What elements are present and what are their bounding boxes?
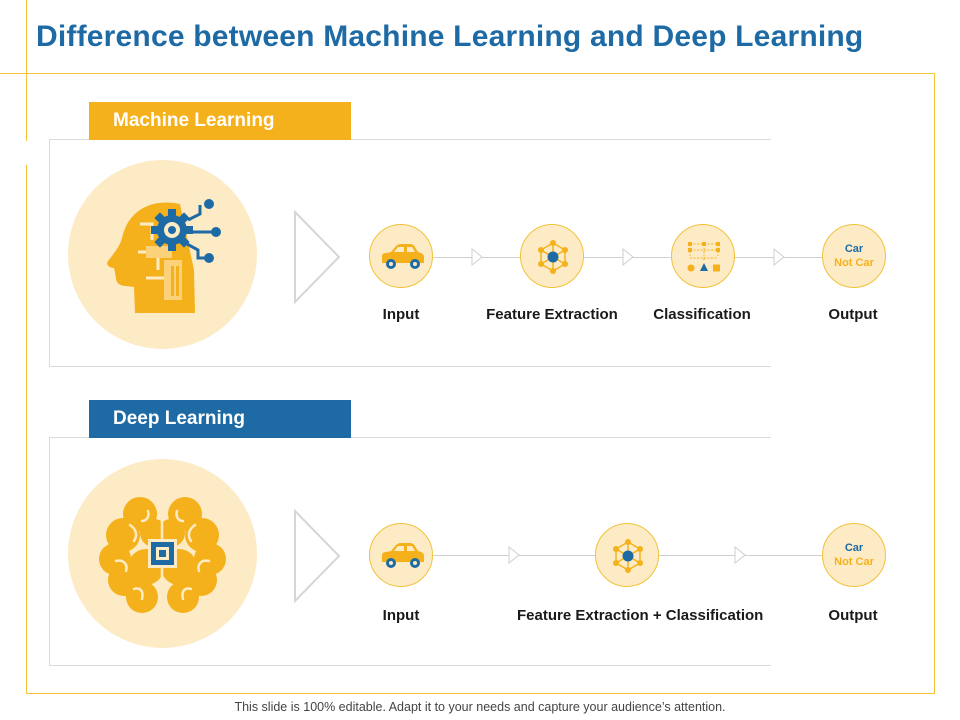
chevron-right-icon bbox=[294, 509, 341, 603]
deep-learning-heading: Deep Learning bbox=[89, 400, 351, 438]
head-gear-circuit-icon bbox=[68, 160, 257, 349]
frame-accent-line bbox=[0, 73, 86, 74]
car-icon bbox=[382, 244, 424, 269]
dl-step-label-output: Output bbox=[828, 607, 878, 624]
dl-output-node: Car Not Car bbox=[822, 523, 886, 587]
output-car-label: Car bbox=[844, 542, 864, 554]
ml-feature-extraction-node bbox=[520, 224, 584, 288]
dl-feature-extraction-classification-node bbox=[595, 523, 659, 587]
deep-learning-panel bbox=[49, 437, 771, 666]
ml-step-label-input: Input bbox=[382, 306, 420, 323]
arrow-right-icon bbox=[508, 546, 520, 564]
hierarchy-shapes-icon bbox=[687, 242, 720, 272]
ml-input-node bbox=[369, 224, 433, 288]
dl-step-label-input: Input bbox=[382, 607, 420, 624]
machine-learning-panel bbox=[49, 139, 771, 367]
frame-gap bbox=[22, 141, 30, 165]
ml-step-label-feature-extraction: Feature Extraction bbox=[486, 306, 618, 323]
dl-input-node bbox=[369, 523, 433, 587]
outer-frame bbox=[26, 73, 935, 694]
network-nodes-icon bbox=[613, 539, 643, 573]
output-not-car-label: Not Car bbox=[834, 257, 874, 269]
chevron-right-icon bbox=[294, 210, 341, 304]
arrow-right-icon bbox=[471, 248, 483, 266]
network-nodes-icon bbox=[538, 240, 568, 274]
frame-accent-line bbox=[26, 0, 27, 140]
output-not-car-label: Not Car bbox=[834, 556, 874, 568]
car-icon bbox=[382, 543, 424, 568]
ml-step-label-output: Output bbox=[828, 306, 878, 323]
ml-classification-node bbox=[671, 224, 735, 288]
arrow-right-icon bbox=[622, 248, 634, 266]
arrow-right-icon bbox=[773, 248, 785, 266]
dl-step-label-feature-extraction-classification: Feature Extraction + Classification bbox=[517, 607, 764, 624]
footer-note: This slide is 100% editable. Adapt it to… bbox=[234, 700, 726, 714]
ml-step-label-classification: Classification bbox=[653, 306, 751, 323]
brain-chip-icon bbox=[68, 459, 257, 648]
ml-output-node: Car Not Car bbox=[822, 224, 886, 288]
arrow-right-icon bbox=[734, 546, 746, 564]
slide-title: Difference between Machine Learning and … bbox=[36, 20, 864, 53]
output-car-label: Car bbox=[844, 243, 864, 255]
machine-learning-heading: Machine Learning bbox=[89, 102, 351, 140]
